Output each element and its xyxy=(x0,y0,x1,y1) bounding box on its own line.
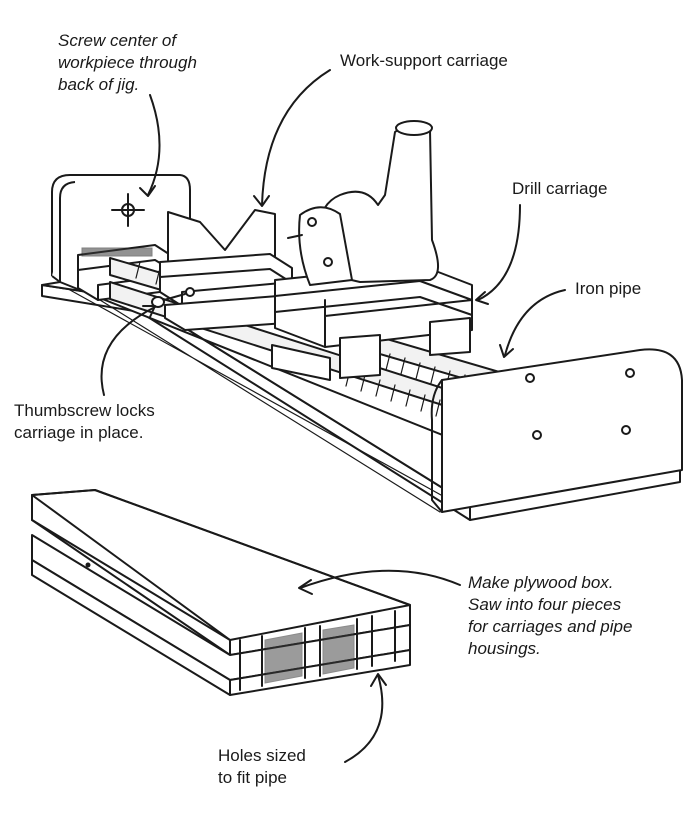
label-holes: Holes sized to fit pipe xyxy=(218,745,306,789)
label-thumbscrew-line2: carriage in place. xyxy=(14,423,144,442)
leader-arrows xyxy=(100,69,566,763)
front-block xyxy=(430,348,683,513)
label-screw-center-line1: Screw center of xyxy=(58,31,177,50)
label-plywood-box-line2: Saw into four pieces xyxy=(468,595,622,614)
label-iron-pipe: Iron pipe xyxy=(575,279,642,298)
label-holes-line2: to fit pipe xyxy=(218,768,287,787)
label-plywood-box-line3: for carriages and pipe xyxy=(468,617,633,636)
label-screw-center-line3: back of jig. xyxy=(58,75,140,94)
label-screw-center-line2: workpiece through xyxy=(58,53,197,72)
label-plywood-box: Make plywood box. Saw into four pieces f… xyxy=(468,572,632,660)
label-thumbscrew: Thumbscrew locks carriage in place. xyxy=(14,400,155,444)
drill-carriage xyxy=(271,120,473,381)
thumbscrew xyxy=(151,287,195,308)
label-work-support-carriage: Work-support carriage xyxy=(340,51,508,70)
label-drill-carriage: Drill carriage xyxy=(512,179,608,198)
label-thumbscrew-line1: Thumbscrew locks xyxy=(14,401,155,420)
jig-assembly xyxy=(41,120,683,521)
label-screw-center: Screw center of workpiece through back o… xyxy=(58,30,197,96)
label-holes-line1: Holes sized xyxy=(218,746,306,765)
label-plywood-box-line4: housings. xyxy=(468,639,541,658)
label-plywood-box-line1: Make plywood box. xyxy=(468,573,614,592)
plywood-box xyxy=(31,489,411,696)
